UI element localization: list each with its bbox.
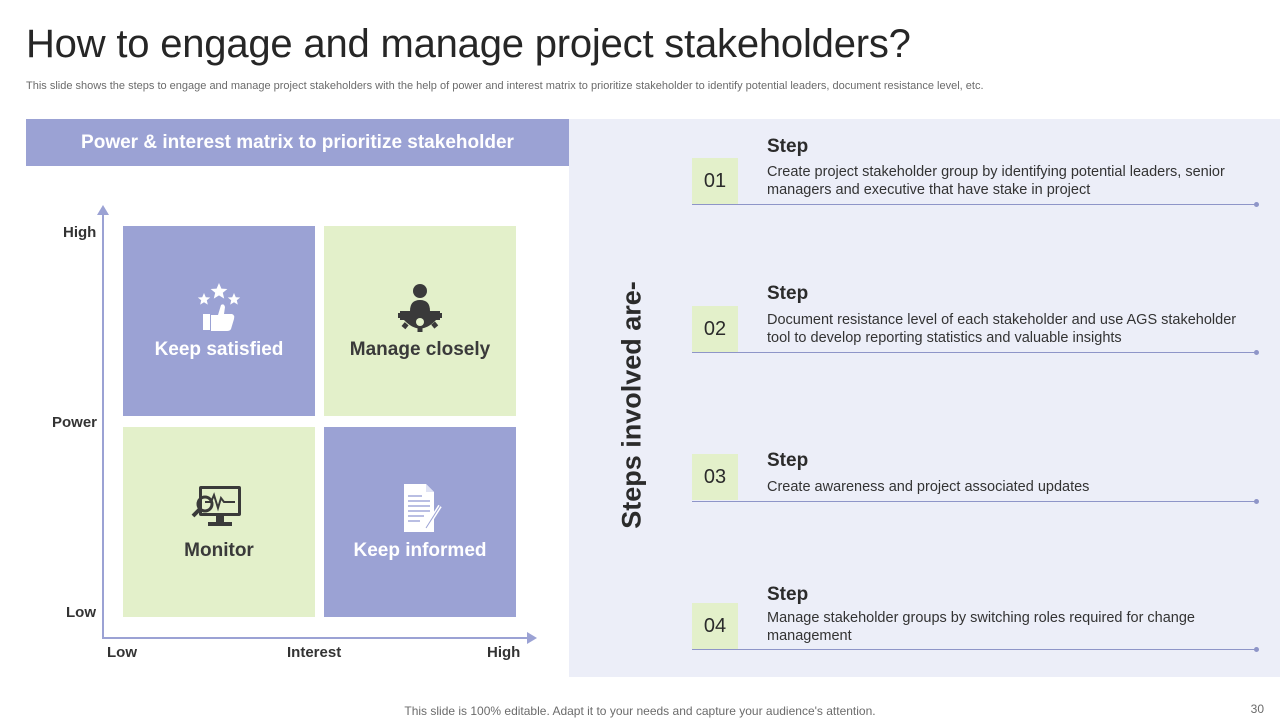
monitor-magnifier-icon [191, 482, 247, 534]
document-pen-icon [392, 482, 448, 534]
x-axis-interest-label: Interest [287, 644, 342, 661]
quadrant-label: Monitor [184, 540, 254, 561]
page-number: 30 [1250, 702, 1264, 716]
person-gear-icon [392, 281, 448, 333]
slide-title: How to engage and manage project stakeho… [26, 22, 911, 66]
step-title: Step [767, 584, 809, 605]
x-axis-high-label: High [487, 644, 521, 661]
steps-panel [569, 119, 1280, 677]
matrix-header: Power & interest matrix to prioritize st… [26, 119, 569, 166]
step-title: Step [767, 136, 809, 157]
x-axis-low-label: Low [107, 644, 137, 661]
step-divider [692, 352, 1256, 353]
step-description: Document resistance level of each stakeh… [767, 312, 1237, 346]
interest-axis-line [102, 637, 528, 639]
y-axis-power-label: Power [52, 414, 98, 431]
quadrant-monitor: Monitor [123, 427, 315, 617]
y-axis-high-label: High [63, 224, 97, 241]
step-title: Step [767, 283, 809, 304]
power-axis-arrow-icon [97, 205, 109, 215]
step-description: Create awareness and project associated … [767, 479, 1090, 495]
quadrant-keep-informed: Keep informed [324, 427, 516, 617]
quadrant-label: Keep satisfied [154, 339, 284, 360]
step-number-badge: 01 [692, 158, 738, 204]
slide-subtitle: This slide shows the steps to engage and… [26, 80, 984, 92]
step-number-badge: 04 [692, 603, 738, 649]
slide-footer: This slide is 100% editable. Adapt it to… [404, 704, 876, 718]
quadrant-label: Manage closely [349, 339, 491, 360]
steps-heading: Steps involved are- [616, 281, 647, 529]
step-divider-dot-icon [1254, 202, 1259, 207]
step-divider-dot-icon [1254, 499, 1259, 504]
step-divider [692, 649, 1256, 650]
step-title: Step [767, 450, 809, 471]
step-description: Create project stakeholder group by iden… [767, 164, 1225, 198]
step-number-badge: 02 [692, 306, 738, 352]
step-description: Manage stakeholder groups by switching r… [767, 610, 1195, 644]
thumbs-up-stars-icon [191, 281, 247, 333]
step-divider [692, 501, 1256, 502]
quadrant-keep-satisfied: Keep satisfied [123, 226, 315, 416]
quadrant-label: Keep informed [353, 540, 487, 561]
step-divider-dot-icon [1254, 350, 1259, 355]
power-axis-line [102, 212, 104, 638]
interest-axis-arrow-icon [527, 632, 537, 644]
step-divider [692, 204, 1256, 205]
y-axis-low-label: Low [66, 604, 96, 621]
quadrant-manage-closely: Manage closely [324, 226, 516, 416]
step-number-badge: 03 [692, 454, 738, 500]
step-divider-dot-icon [1254, 647, 1259, 652]
